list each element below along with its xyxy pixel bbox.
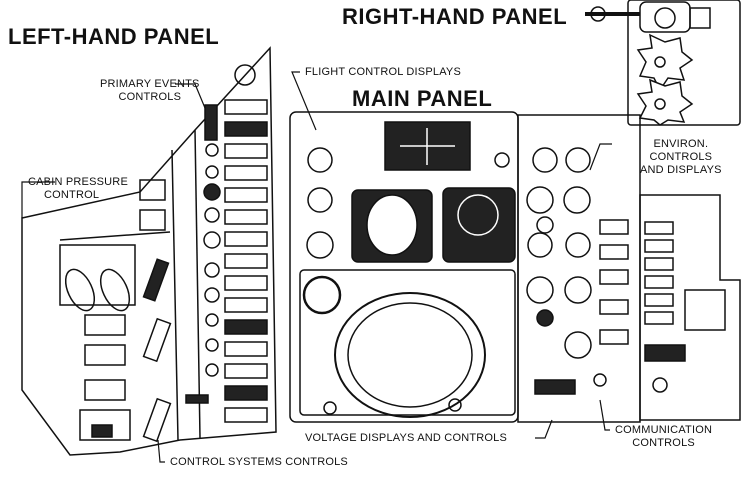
- right-panel-title: RIGHT-HAND PANEL: [342, 4, 568, 29]
- environ-dials: [526, 147, 592, 359]
- callout-voltage: VOLTAGE DISPLAYS AND CONTROLS: [305, 432, 508, 444]
- callout-cabin-pressure: CABIN PRESSURE CONTROL: [28, 176, 128, 202]
- primary-events-column: [224, 99, 268, 423]
- leader-lines: [21, 71, 612, 463]
- callout-primary-events: PRIMARY EVENTS CONTROLS: [100, 78, 200, 104]
- callout-line: ENVIRON.: [653, 138, 709, 150]
- main-panel-title: MAIN PANEL: [352, 86, 493, 111]
- switch-columns: [534, 219, 726, 395]
- callout-flight-control: FLIGHT CONTROL DISPLAYS: [305, 66, 461, 78]
- main-panel-drawing: [289, 111, 741, 423]
- callout-control-systems: CONTROL SYSTEMS CONTROLS: [170, 456, 348, 468]
- right-hand-panel-drawing: [585, 0, 741, 126]
- callout-line: PRIMARY EVENTS: [100, 78, 200, 90]
- callout-line: COMMUNICATION: [615, 424, 713, 436]
- callout-line: CABIN PRESSURE: [28, 176, 128, 188]
- left-panel-title: LEFT-HAND PANEL: [8, 24, 220, 49]
- left-hand-panel-drawing: [21, 46, 277, 456]
- callout-line: CONTROL: [44, 189, 100, 201]
- callout-environ: ENVIRON. CONTROLS AND DISPLAYS: [640, 138, 722, 177]
- callout-communication: COMMUNICATION CONTROLS: [615, 424, 712, 450]
- callout-line: AND DISPLAYS: [640, 164, 722, 176]
- callout-line: CONTROLS: [118, 91, 182, 103]
- callout-line: CONTROLS: [649, 151, 713, 163]
- callout-line: CONTROLS: [632, 437, 695, 449]
